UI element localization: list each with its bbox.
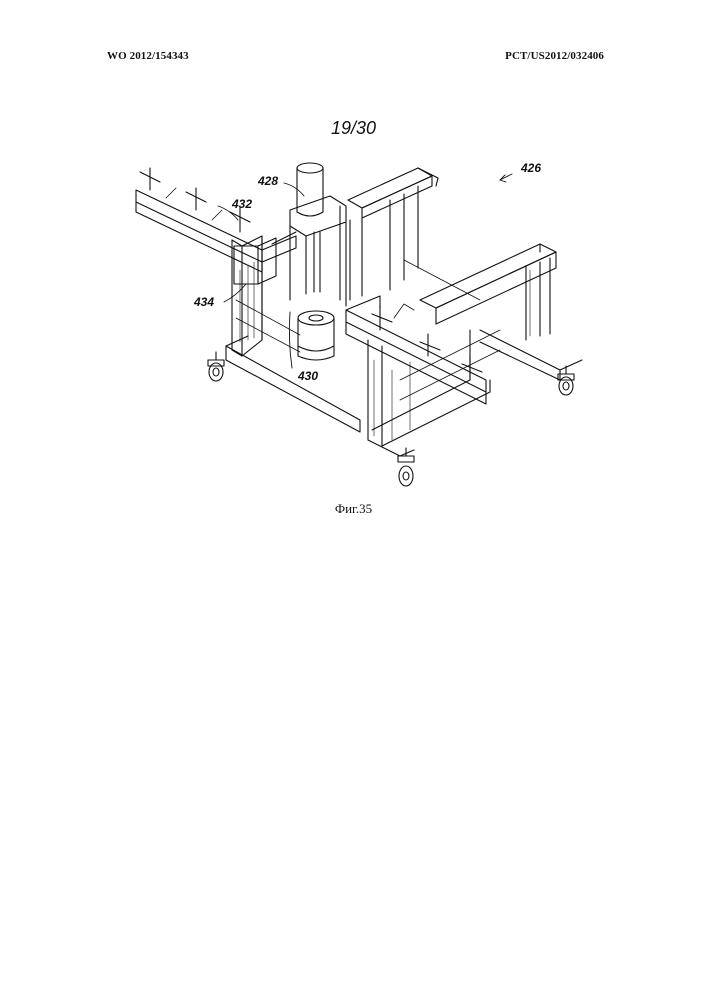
publication-number: WO 2012/154343: [107, 50, 189, 62]
figure-drawing: 426 428 432 434 430: [120, 150, 600, 500]
ref-label-434: 434: [193, 295, 214, 309]
patent-figure: 426 428 432 434 430: [120, 150, 600, 500]
ref-label-428: 428: [257, 174, 278, 188]
sheet-number: 19/30: [0, 118, 707, 139]
hatching: [240, 262, 530, 440]
central-column-428: [290, 163, 346, 360]
caster-front-left: [208, 352, 224, 381]
frame-rear-section: [348, 168, 480, 300]
ref-label-432: 432: [231, 197, 252, 211]
ref-label-430: 430: [297, 369, 318, 383]
caster-front: [398, 448, 414, 486]
application-number: PCT/US2012/032406: [505, 50, 604, 62]
frame-front-right: [368, 330, 500, 456]
ref-label-426: 426: [520, 161, 541, 175]
figure-caption: Фиг.35: [0, 501, 707, 517]
right-arm: [346, 296, 486, 404]
